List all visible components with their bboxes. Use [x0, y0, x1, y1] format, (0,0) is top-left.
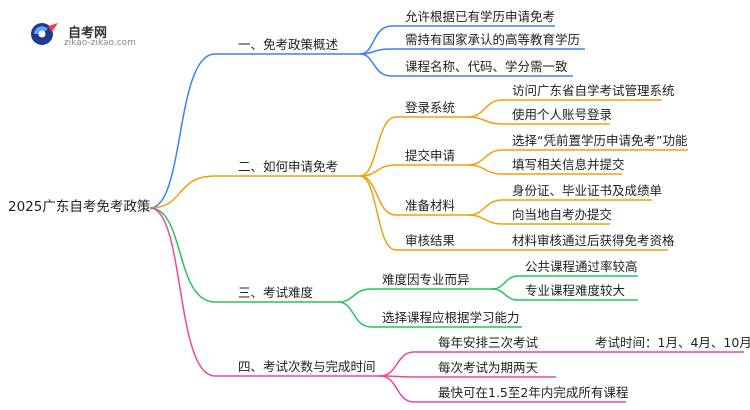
section-3-label: 三、考试难度: [238, 285, 314, 300]
logo-url: zikao-zikao.com: [64, 38, 136, 48]
section-1-label: 一、免考政策概述: [238, 37, 339, 52]
branch-3-lines: [149, 207, 638, 328]
section-4-group-label: 每年安排三次考试: [438, 335, 539, 350]
section-2-group-label: 审核结果: [405, 233, 456, 248]
section-3-group-label: 选择课程应根据学习能力: [382, 310, 520, 325]
section-4-group-label: 最快可在1.5至2年内完成所有课程: [438, 385, 629, 400]
logo-title: 自考网: [68, 26, 108, 41]
branch-1-lines: [149, 25, 585, 209]
section-1-item: 需持有国家承认的高等教育学历: [405, 32, 581, 47]
logo-icon: [31, 23, 58, 45]
section-4-item: 考试时间：1月、4月、10月: [595, 335, 750, 350]
section-2-item: 身份证、毕业证书及成绩单: [512, 183, 663, 198]
section-2-label: 二、如何申请免考: [238, 159, 339, 174]
section-3-item: 公共课程通过率较高: [525, 259, 638, 274]
section-4-label: 四、考试次数与完成时间: [238, 359, 376, 374]
section-2-group-label: 登录系统: [405, 100, 456, 115]
section-3-group-label: 难度因专业而异: [382, 272, 470, 287]
section-2-item: 材料审核通过后获得免考资格: [512, 233, 675, 248]
branch-2-lines: [149, 99, 688, 251]
section-1-item: 允许根据已有学历申请免考: [405, 9, 556, 24]
section-2-item: 使用个人账号登录: [512, 107, 613, 122]
section-2-item: 选择“凭前置学历申请免考”功能: [512, 133, 688, 148]
root-node: 2025广东自考免考政策: [8, 199, 151, 215]
branch-4-lines: [149, 207, 744, 403]
section-2-item: 向当地自考办提交: [512, 207, 613, 222]
section-1-item: 课程名称、代码、学分需一致: [405, 59, 568, 74]
section-2-item: 访问广东省自学考试管理系统: [512, 83, 675, 98]
section-2-item: 填写相关信息并提交: [512, 157, 625, 172]
section-2-group-label: 准备材料: [405, 198, 456, 213]
section-4-group-label: 每次考试为期两天: [438, 360, 539, 375]
site-logo[interactable]: [28, 20, 148, 50]
section-2-group-label: 提交申请: [405, 148, 456, 163]
section-3-item: 专业课程难度较大: [525, 283, 626, 298]
